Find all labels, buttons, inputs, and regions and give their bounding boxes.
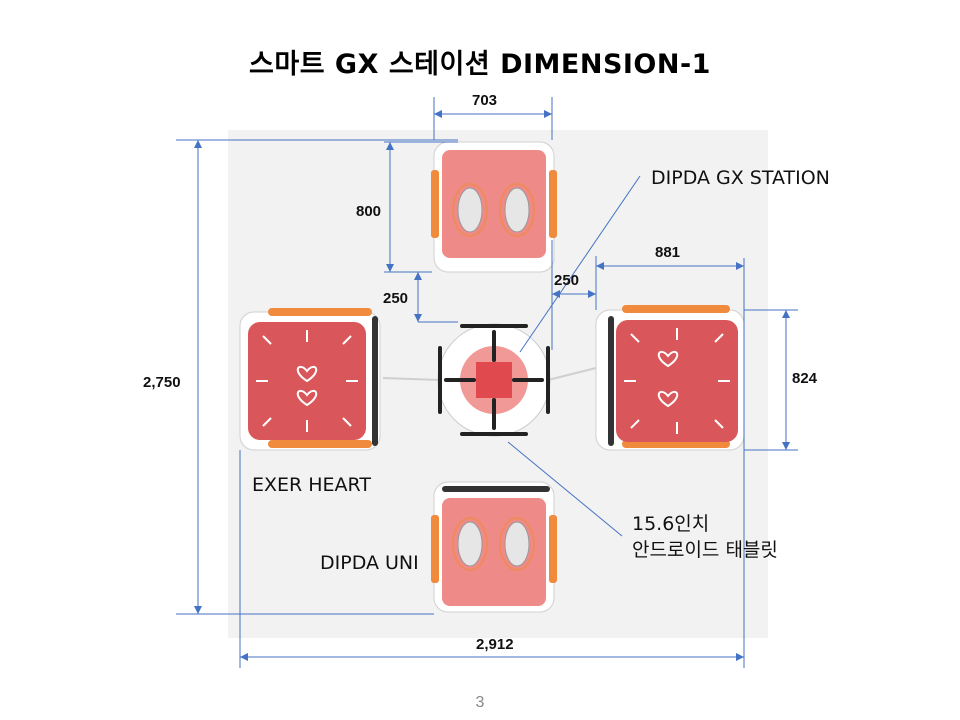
page-number: 3 xyxy=(475,694,485,711)
callout-gx-station: DIPDA GX STATION xyxy=(651,167,830,189)
dimension-lines xyxy=(176,97,798,668)
dim-gap-right: 250 xyxy=(554,272,580,289)
dim-total-width: 2,912 xyxy=(476,636,514,653)
callout-dipda-uni: DIPDA UNI xyxy=(320,552,419,574)
dim-gap-left: 250 xyxy=(383,290,409,307)
exer-heart-right xyxy=(595,305,745,451)
callout-tablet-size: 15.6인치 xyxy=(632,513,710,535)
page-title: 스마트 GX 스테이션 DIMENSION-1 xyxy=(249,49,711,80)
dimension-arrowheads xyxy=(194,110,790,661)
dim-total-height: 2,750 xyxy=(143,374,181,391)
gx-station-center xyxy=(382,323,597,437)
dipda-uni-bottom xyxy=(431,481,557,613)
callout-exer-heart: EXER HEART xyxy=(252,474,371,496)
dipda-uni-top xyxy=(431,141,557,273)
dim-top-width: 703 xyxy=(472,92,498,109)
callout-tablet-type: 안드로이드 태블릿 xyxy=(632,539,778,561)
dim-top-height: 800 xyxy=(356,203,382,220)
dim-right-width: 881 xyxy=(655,244,681,261)
dim-right-height: 824 xyxy=(792,370,818,387)
exer-heart-left xyxy=(239,308,381,451)
